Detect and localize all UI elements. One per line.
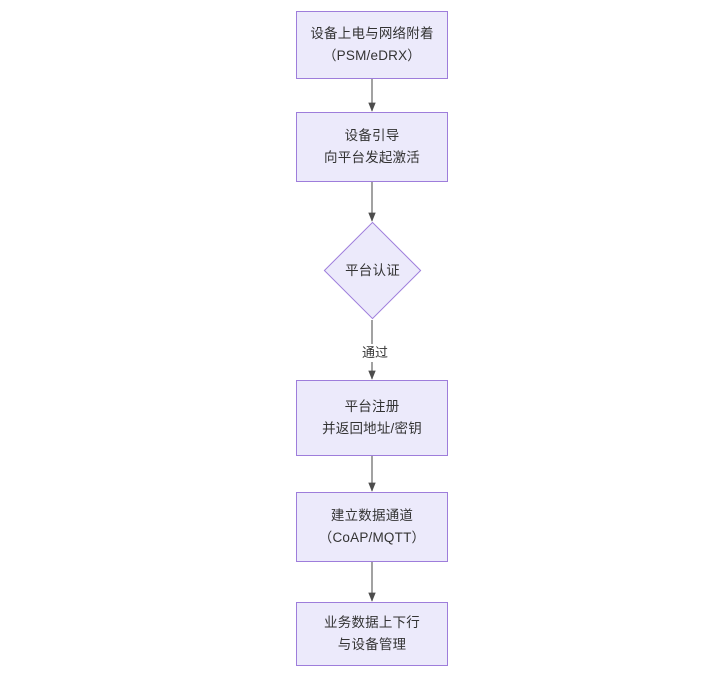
node-label-line: 平台认证 — [345, 262, 400, 278]
node-label-line: （CoAP/MQTT） — [318, 530, 426, 545]
node-label-line: 设备引导 — [344, 128, 400, 143]
node-business-data-and-device-management[interactable]: 业务数据上下行 与设备管理 — [296, 602, 448, 666]
node-label-line: 与设备管理 — [337, 637, 407, 652]
node-label-line: 业务数据上下行 — [324, 615, 420, 630]
node-device-power-on[interactable]: 设备上电与网络附着 （PSM/eDRX） — [296, 11, 448, 79]
node-label-line: 建立数据通道 — [330, 508, 414, 523]
node-platform-authentication[interactable]: 平台认证 — [323, 221, 422, 320]
node-label-line: 平台注册 — [344, 399, 400, 414]
node-device-bootstrap[interactable]: 设备引导 向平台发起激活 — [296, 112, 448, 182]
node-label-line: 并返回地址/密钥 — [322, 421, 422, 436]
node-label-line: 向平台发起激活 — [324, 150, 420, 165]
node-label-wrap: 平台认证 — [345, 260, 400, 282]
node-label-line: （PSM/eDRX） — [322, 48, 422, 63]
node-platform-registration[interactable]: 平台注册 并返回地址/密钥 — [296, 380, 448, 456]
node-label-line: 设备上电与网络附着 — [310, 26, 434, 41]
node-establish-data-channel[interactable]: 建立数据通道 （CoAP/MQTT） — [296, 492, 448, 562]
edge-label-pass: 通过 — [356, 344, 394, 362]
